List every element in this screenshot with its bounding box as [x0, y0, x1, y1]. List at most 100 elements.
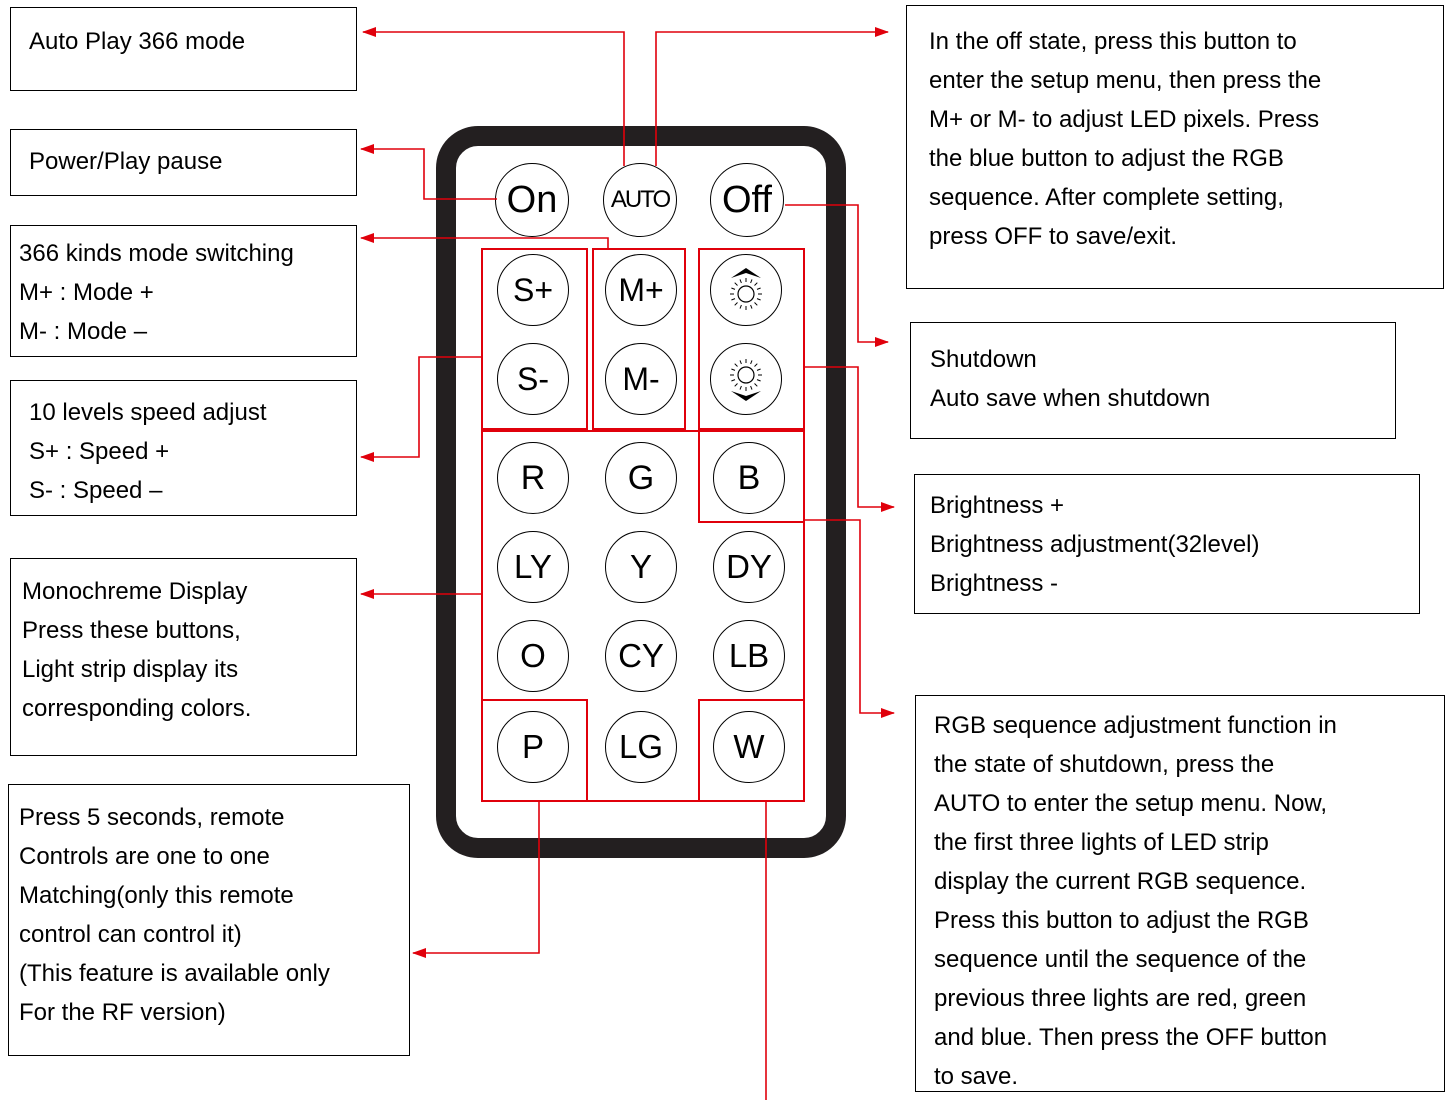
s-minus-label: S-	[517, 360, 549, 397]
callout-line: Auto save when shutdown	[930, 385, 1211, 412]
m-plus-button[interactable]: M+	[605, 254, 677, 326]
callout-line: press OFF to save/exit.	[929, 223, 1178, 250]
mode-switch-callout: 366 kinds mode switching M+ : Mode + M- …	[10, 225, 357, 357]
power-callout: Power/Play pause	[10, 129, 357, 196]
callout-line: control can control it)	[19, 921, 242, 948]
shutdown-callout: Shutdown Auto save when shutdown	[910, 322, 1396, 439]
callout-line: S- : Speed –	[29, 477, 163, 504]
sun-with-up-arrow-icon	[730, 268, 762, 310]
brightness-up-button[interactable]	[710, 254, 782, 326]
callout-line: previous three lights are red, green	[934, 985, 1307, 1012]
ly-label: LY	[514, 548, 552, 585]
p-button-group	[481, 699, 588, 802]
callout-line: Auto Play 366 mode	[29, 28, 246, 55]
auto-button-label: AUTO	[610, 186, 671, 213]
leader-pairing	[412, 802, 540, 958]
brightness-down-button[interactable]	[710, 343, 782, 415]
auto-play-callout: Auto Play 366 mode	[10, 7, 357, 91]
callout-line: 10 levels speed adjust	[29, 399, 267, 426]
leader-auto-play	[362, 27, 625, 166]
callout-line: Brightness adjustment(32level)	[930, 531, 1260, 558]
color-button-group	[481, 430, 805, 802]
callout-line: (This feature is available only	[19, 960, 330, 987]
y-label: Y	[629, 548, 652, 585]
callout-line: Brightness -	[930, 570, 1059, 597]
callout-line: Shutdown	[930, 346, 1037, 373]
callout-line: RGB sequence adjustment function in	[934, 712, 1337, 739]
s-plus-button[interactable]: S+	[497, 254, 569, 326]
leader-brightness	[805, 366, 895, 512]
off-button[interactable]: Off	[710, 163, 784, 237]
sun-with-down-arrow-icon	[730, 359, 762, 401]
w-button[interactable]: W	[713, 711, 785, 783]
speed-button-group	[481, 248, 588, 430]
leader-speed	[360, 356, 481, 462]
b-button[interactable]: B	[713, 442, 785, 514]
mode-button-group	[592, 248, 686, 430]
o-button[interactable]: O	[497, 620, 569, 692]
g-label: G	[627, 458, 655, 497]
callout-line: and blue. Then press the OFF button	[934, 1024, 1328, 1051]
r-label: R	[520, 458, 546, 497]
dy-label: DY	[726, 548, 772, 585]
callout-line: Press these buttons,	[22, 617, 241, 644]
callout-line: to save.	[934, 1063, 1019, 1090]
callout-line: M- : Mode –	[19, 318, 148, 345]
callout-line: Controls are one to one	[19, 843, 270, 870]
m-minus-label: M-	[622, 360, 660, 397]
pairing-callout: Press 5 seconds, remote Controls are one…	[8, 784, 410, 1056]
callout-line: Press 5 seconds, remote	[19, 804, 285, 831]
callout-line: enter the setup menu, then press the	[929, 67, 1322, 94]
p-label: P	[521, 728, 544, 765]
off-button-label: Off	[722, 178, 772, 221]
on-button[interactable]: On	[495, 163, 569, 237]
speed-callout: 10 levels speed adjust S+ : Speed + S- :…	[10, 380, 357, 516]
y-button[interactable]: Y	[605, 531, 677, 603]
leader-setup-menu	[655, 27, 889, 166]
m-minus-button[interactable]: M-	[605, 343, 677, 415]
callout-line: S+ : Speed +	[29, 438, 170, 465]
s-minus-button[interactable]: S-	[497, 343, 569, 415]
callout-line: Monochreme Display	[22, 578, 248, 605]
callout-line: Light strip display its	[22, 656, 239, 683]
b-label: B	[737, 458, 761, 497]
p-button[interactable]: P	[497, 711, 569, 783]
callout-line: M+ : Mode +	[19, 279, 154, 306]
dy-button[interactable]: DY	[713, 531, 785, 603]
callout-line: corresponding colors.	[22, 695, 252, 722]
cy-label: CY	[618, 637, 664, 674]
callout-line: sequence. After complete setting,	[929, 184, 1284, 211]
callout-line: sequence until the sequence of the	[934, 946, 1307, 973]
b-button-group	[698, 430, 805, 523]
callout-line: For the RF version)	[19, 999, 226, 1026]
lg-button[interactable]: LG	[605, 711, 677, 783]
m-plus-label: M+	[618, 271, 664, 308]
lb-button[interactable]: LB	[713, 620, 785, 692]
o-label: O	[520, 637, 546, 674]
leader-rgb-sequence	[805, 519, 895, 718]
callout-line: 366 kinds mode switching	[19, 240, 294, 267]
callout-line: AUTO to enter the setup menu. Now,	[934, 790, 1328, 817]
mono-display-callout: Monochreme Display Press these buttons, …	[10, 558, 357, 756]
cy-button[interactable]: CY	[605, 620, 677, 692]
leader-mode-switch	[360, 233, 609, 248]
lg-label: LG	[618, 728, 664, 765]
brightness-button-group	[698, 248, 805, 430]
callout-line: the first three lights of LED strip	[934, 829, 1269, 856]
r-button[interactable]: R	[497, 442, 569, 514]
setup-menu-callout: In the off state, press this button to e…	[906, 5, 1444, 289]
callout-line: display the current RGB sequence.	[934, 868, 1307, 895]
w-button-group	[698, 699, 805, 802]
s-plus-label: S+	[512, 271, 554, 308]
callout-line: the blue button to adjust the RGB	[929, 145, 1284, 172]
on-button-label: On	[506, 178, 558, 221]
lb-label: LB	[728, 637, 770, 674]
ly-button[interactable]: LY	[497, 531, 569, 603]
auto-button[interactable]: AUTO	[603, 163, 677, 237]
rgb-sequence-callout: RGB sequence adjustment function in the …	[915, 695, 1445, 1092]
callout-line: Matching(only this remote	[19, 882, 294, 909]
brightness-callout: Brightness + Brightness adjustment(32lev…	[914, 474, 1420, 614]
g-button[interactable]: G	[605, 442, 677, 514]
callout-line: Brightness +	[930, 492, 1065, 519]
w-label: W	[733, 728, 765, 765]
